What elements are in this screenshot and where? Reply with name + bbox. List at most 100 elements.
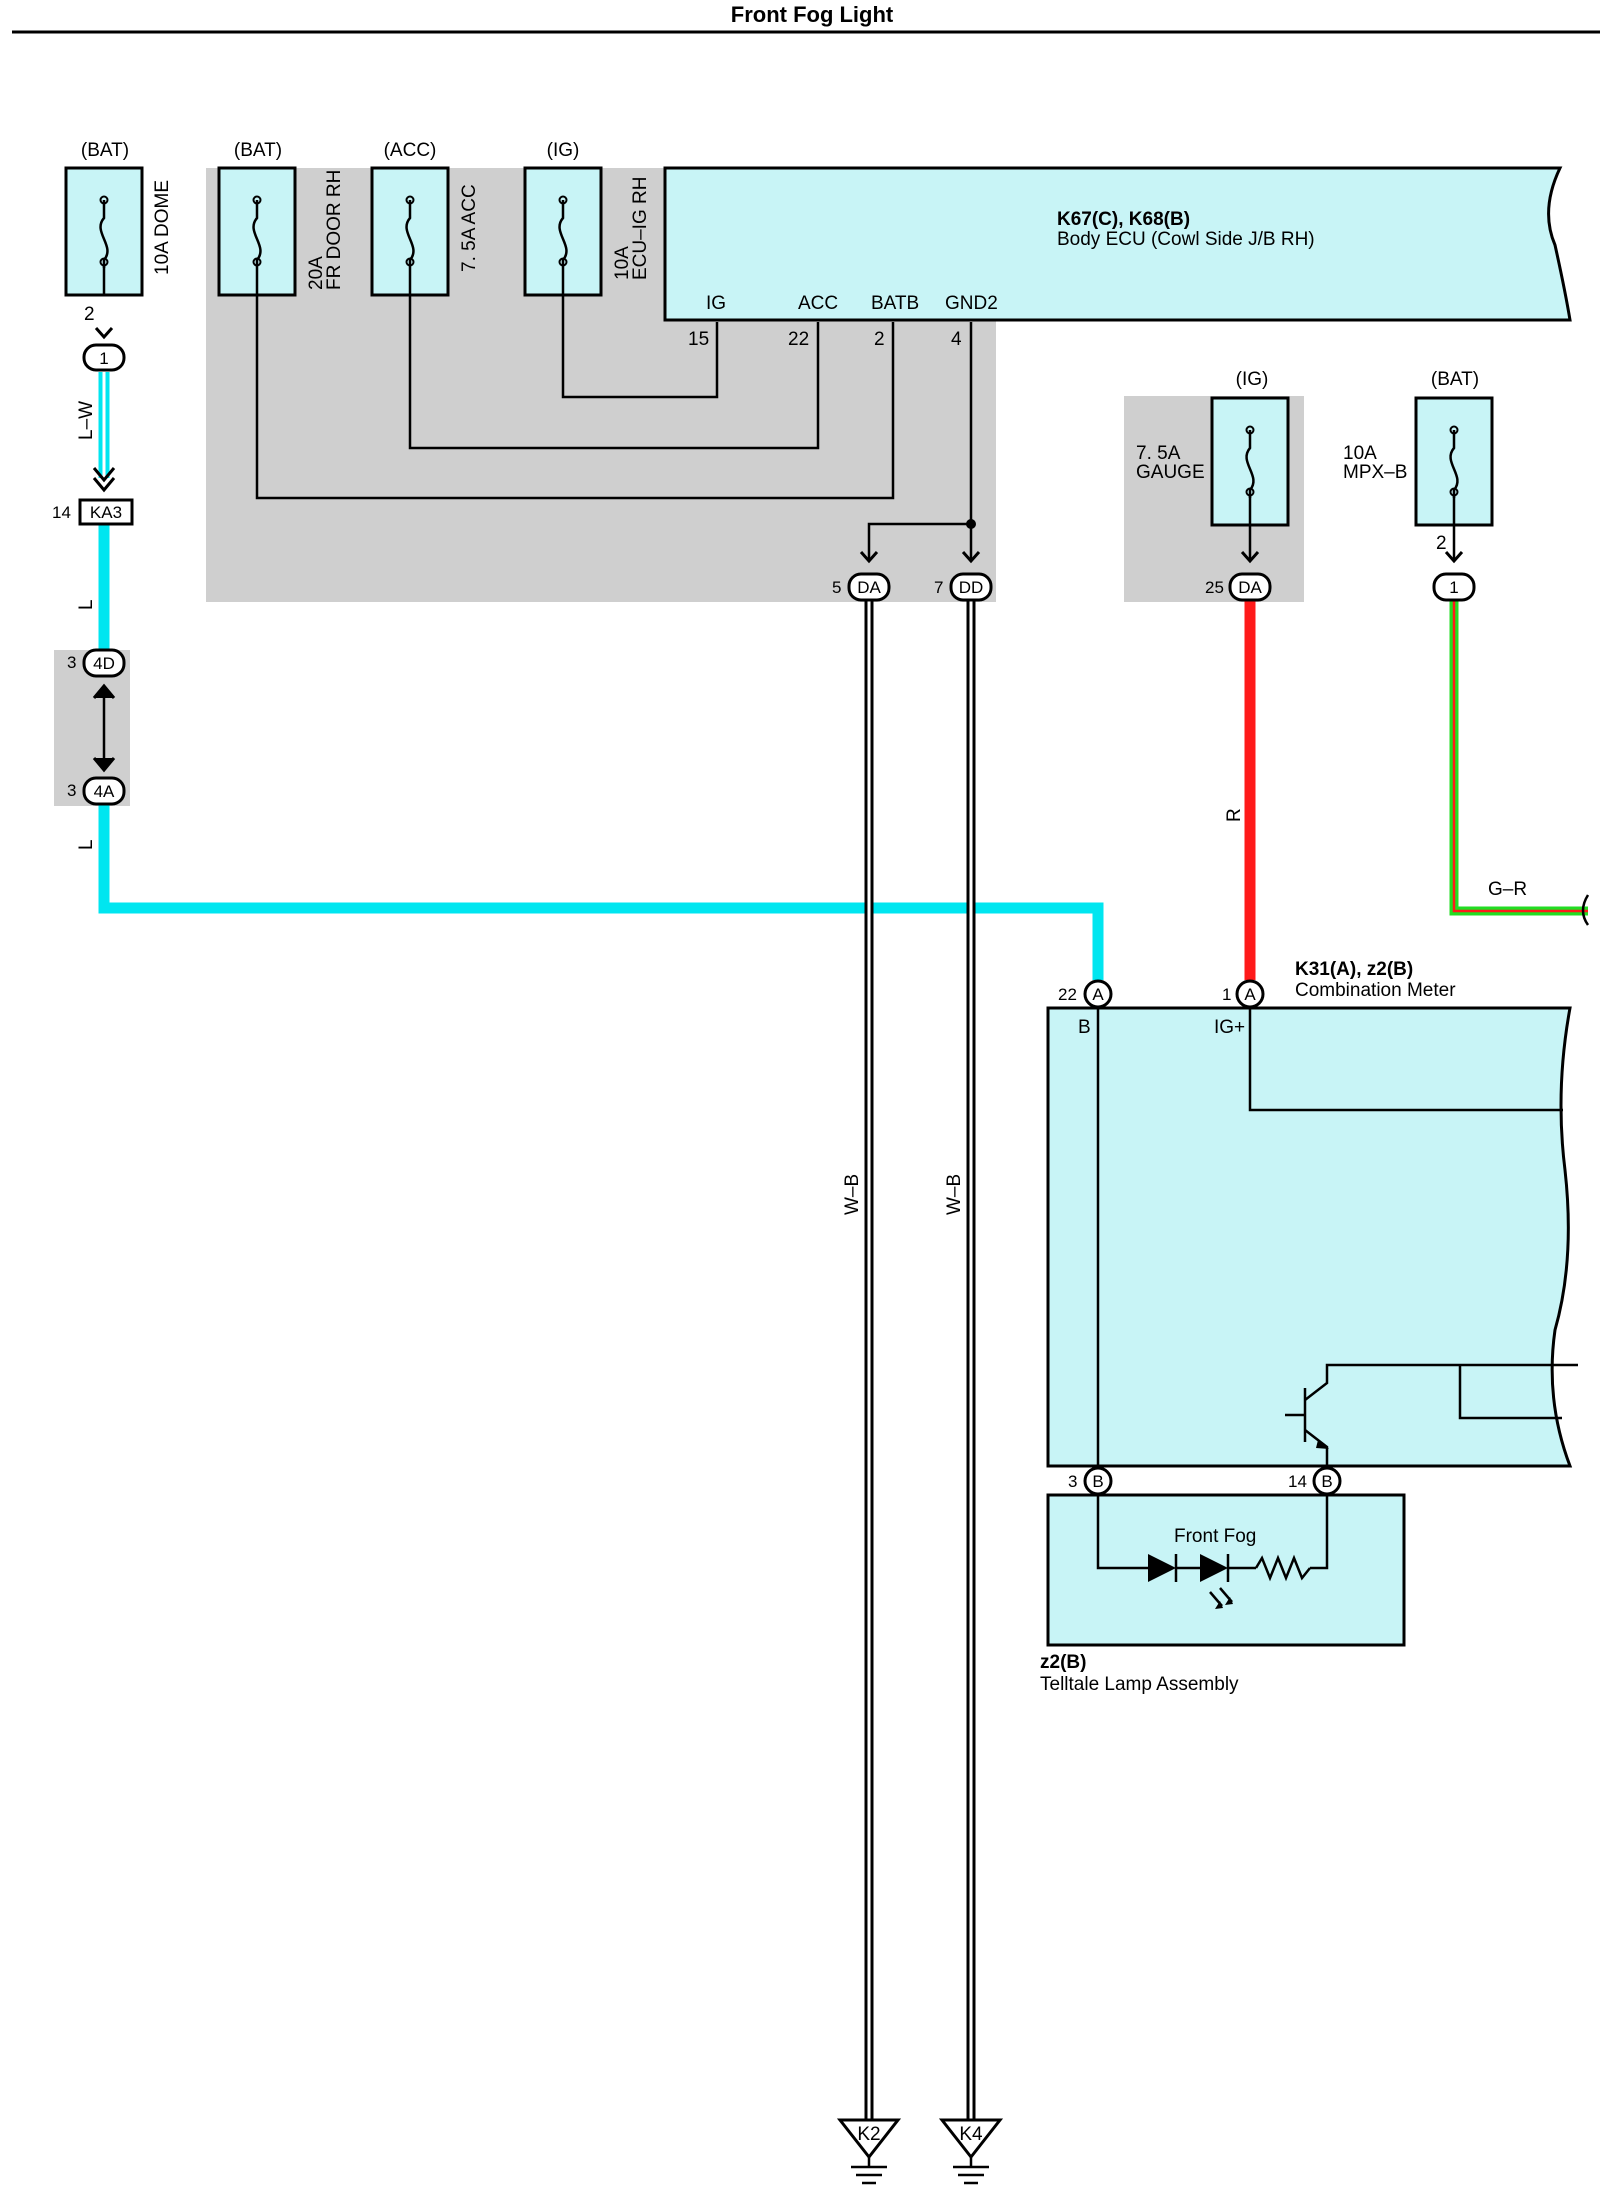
telltale-lamp-label: Front Fog	[1174, 1526, 1256, 1547]
wire-label-lw: L–W	[76, 401, 97, 440]
connector-meter-b3-pin: 3	[1068, 1472, 1077, 1491]
ground-k4-label: K4	[959, 2124, 983, 2145]
meter-terminal-ig: IG+	[1214, 1017, 1245, 1038]
connector-mpx-label: 1	[1449, 578, 1458, 597]
meter-name: Combination Meter	[1295, 980, 1456, 1001]
connector-4a: 4A 3	[67, 776, 126, 806]
connector-meter-b14-pin: 14	[1288, 1472, 1307, 1491]
wire-label-wb2: W–B	[944, 1174, 965, 1215]
meter-code: K31(A), z2(B)	[1295, 959, 1413, 980]
fuse-dome-source: (BAT)	[81, 140, 129, 161]
ground-icon	[953, 2157, 989, 2185]
connector-ka3-pin: 14	[52, 503, 71, 522]
connector-meter-b14-code: B	[1321, 1472, 1332, 1491]
wire-label-l2: L	[76, 839, 97, 850]
wire-label-r: R	[1224, 808, 1245, 822]
connector-4d: 4D 3	[67, 648, 126, 773]
connector-4a-code: 4A	[94, 782, 115, 801]
connector-da-5: DA 5	[832, 551, 891, 602]
fuse-gauge-name: GAUGE	[1136, 462, 1205, 483]
connector-meter-b3-code: B	[1092, 1472, 1103, 1491]
telltale-code: z2(B)	[1040, 1652, 1086, 1673]
connector-meter-b3: B 3	[1068, 1466, 1113, 1496]
ground-k2: K2	[836, 2118, 902, 2185]
ecu-pin-acc: 22	[788, 329, 809, 350]
fuse-fr-door-source: (BAT)	[234, 140, 282, 161]
ecu-pin-gnd2: 4	[951, 329, 962, 350]
fuse-dome-label: 10A DOME	[152, 180, 173, 275]
fuse-acc: (ACC) 7. 5A ACC	[370, 140, 480, 297]
fuse-acc-source: (ACC)	[384, 140, 437, 161]
fuse-acc-label: 7. 5A ACC	[459, 184, 480, 272]
connector-4d-code: 4D	[93, 654, 115, 673]
fuse-ecu-ig-name: ECU–IG RH	[630, 177, 651, 280]
led-icon	[1200, 1554, 1228, 1582]
connector-da-25: DA 25	[1205, 551, 1272, 602]
connector-ka3-code: KA3	[90, 503, 122, 522]
meter-terminal-b: B	[1078, 1017, 1091, 1038]
wire-gr	[1449, 598, 1588, 916]
fuse-mpx-name: MPX–B	[1343, 462, 1407, 483]
connector-dome-label: 1	[99, 349, 108, 368]
connector-meter-a1-pin: 1	[1222, 985, 1231, 1004]
fuse-fr-door-amp: 20A	[306, 256, 327, 290]
fuse-mpx-pin: 2	[1436, 533, 1447, 554]
fuse-dome-pin: 2	[84, 304, 95, 325]
meter-b-connectors: B 3 B 14	[1068, 1466, 1342, 1496]
body-ecu: K67(C), K68(B) Body ECU (Cowl Side J/B R…	[663, 166, 1572, 350]
connector-ka3: KA3 14	[52, 467, 134, 526]
wire-gr-stripe	[1452, 598, 1588, 913]
connector-mpx: 1	[1432, 551, 1476, 602]
connector-4d-pin: 3	[67, 653, 76, 672]
fuse-ecu-ig: (IG) 10A ECU–IG RH	[523, 140, 651, 297]
body-ecu-code: K67(C), K68(B)	[1057, 209, 1190, 230]
junction-internal-wires	[255, 268, 973, 560]
connector-meter-a1-code: A	[1244, 985, 1256, 1004]
ecu-terminal-gnd2: GND2	[945, 293, 998, 314]
connector-da-5-pin: 5	[832, 578, 841, 597]
ground-k2-label: K2	[857, 2124, 880, 2145]
ground-k4: K4	[938, 2118, 1004, 2185]
ecu-pin-ig: 15	[688, 329, 709, 350]
ecu-terminal-ig: IG	[706, 293, 726, 314]
connector-dd-7-pin: 7	[934, 578, 943, 597]
fuse-ecu-ig-amp: 10A	[612, 246, 633, 280]
ecu-pin-batb: 2	[874, 329, 885, 350]
fuse-fr-door: (BAT) 20A FR DOOR RH	[217, 140, 345, 297]
fuse-fr-door-name: FR DOOR RH	[324, 170, 345, 290]
wire-label-gr: G–R	[1488, 879, 1527, 900]
fuse-mpx-amp: 10A	[1343, 443, 1377, 464]
splice-point	[966, 519, 976, 529]
connector-da-25-pin: 25	[1205, 578, 1224, 597]
wire-label-wb1: W–B	[842, 1174, 863, 1215]
ecu-terminal-batb: BATB	[871, 293, 919, 314]
diagram-title: Front Fog Light	[731, 2, 894, 27]
connector-dd-7: DD 7	[934, 551, 993, 602]
connectors: 1 KA3 14 4D 3 4A 3 DA 5	[52, 327, 1476, 1009]
diode-icon	[1148, 1554, 1176, 1582]
connector-da-5-code: DA	[857, 578, 881, 597]
connector-meter-a22-pin: 22	[1058, 985, 1077, 1004]
connector-meter-a22: A 22	[1058, 979, 1113, 1009]
telltale-lamp-assembly: Front Fog z2(B) Telltale Lamp Assembly	[1040, 1493, 1406, 1695]
fuse-mpx: (BAT) 10A MPX–B 2	[1343, 369, 1494, 560]
wire-break	[1581, 894, 1590, 926]
combination-meter: K31(A), z2(B) Combination Meter B IG+	[1046, 959, 1578, 1468]
wire-label-l1: L	[76, 599, 97, 610]
fuse-dome: (BAT) 10A DOME 2	[64, 140, 173, 325]
fuse-gauge-source: (IG)	[1236, 369, 1269, 390]
connector-4a-pin: 3	[67, 781, 76, 800]
connector-dome: 1	[82, 327, 126, 372]
fuse-gauge-amp: 7. 5A	[1136, 443, 1181, 464]
fuse-gauge: (IG) 7. 5A GAUGE	[1136, 369, 1290, 560]
ecu-terminal-acc: ACC	[798, 293, 838, 314]
fuse-ecu-ig-source: (IG)	[547, 140, 580, 161]
connector-da-25-code: DA	[1238, 578, 1262, 597]
telltale-name: Telltale Lamp Assembly	[1040, 1674, 1239, 1695]
resistor-icon	[1254, 1554, 1311, 1582]
connector-meter-b14: B 14	[1288, 1466, 1342, 1496]
connector-dd-7-code: DD	[959, 578, 984, 597]
body-ecu-name: Body ECU (Cowl Side J/B RH)	[1057, 229, 1315, 250]
ground-icon	[851, 2157, 887, 2185]
